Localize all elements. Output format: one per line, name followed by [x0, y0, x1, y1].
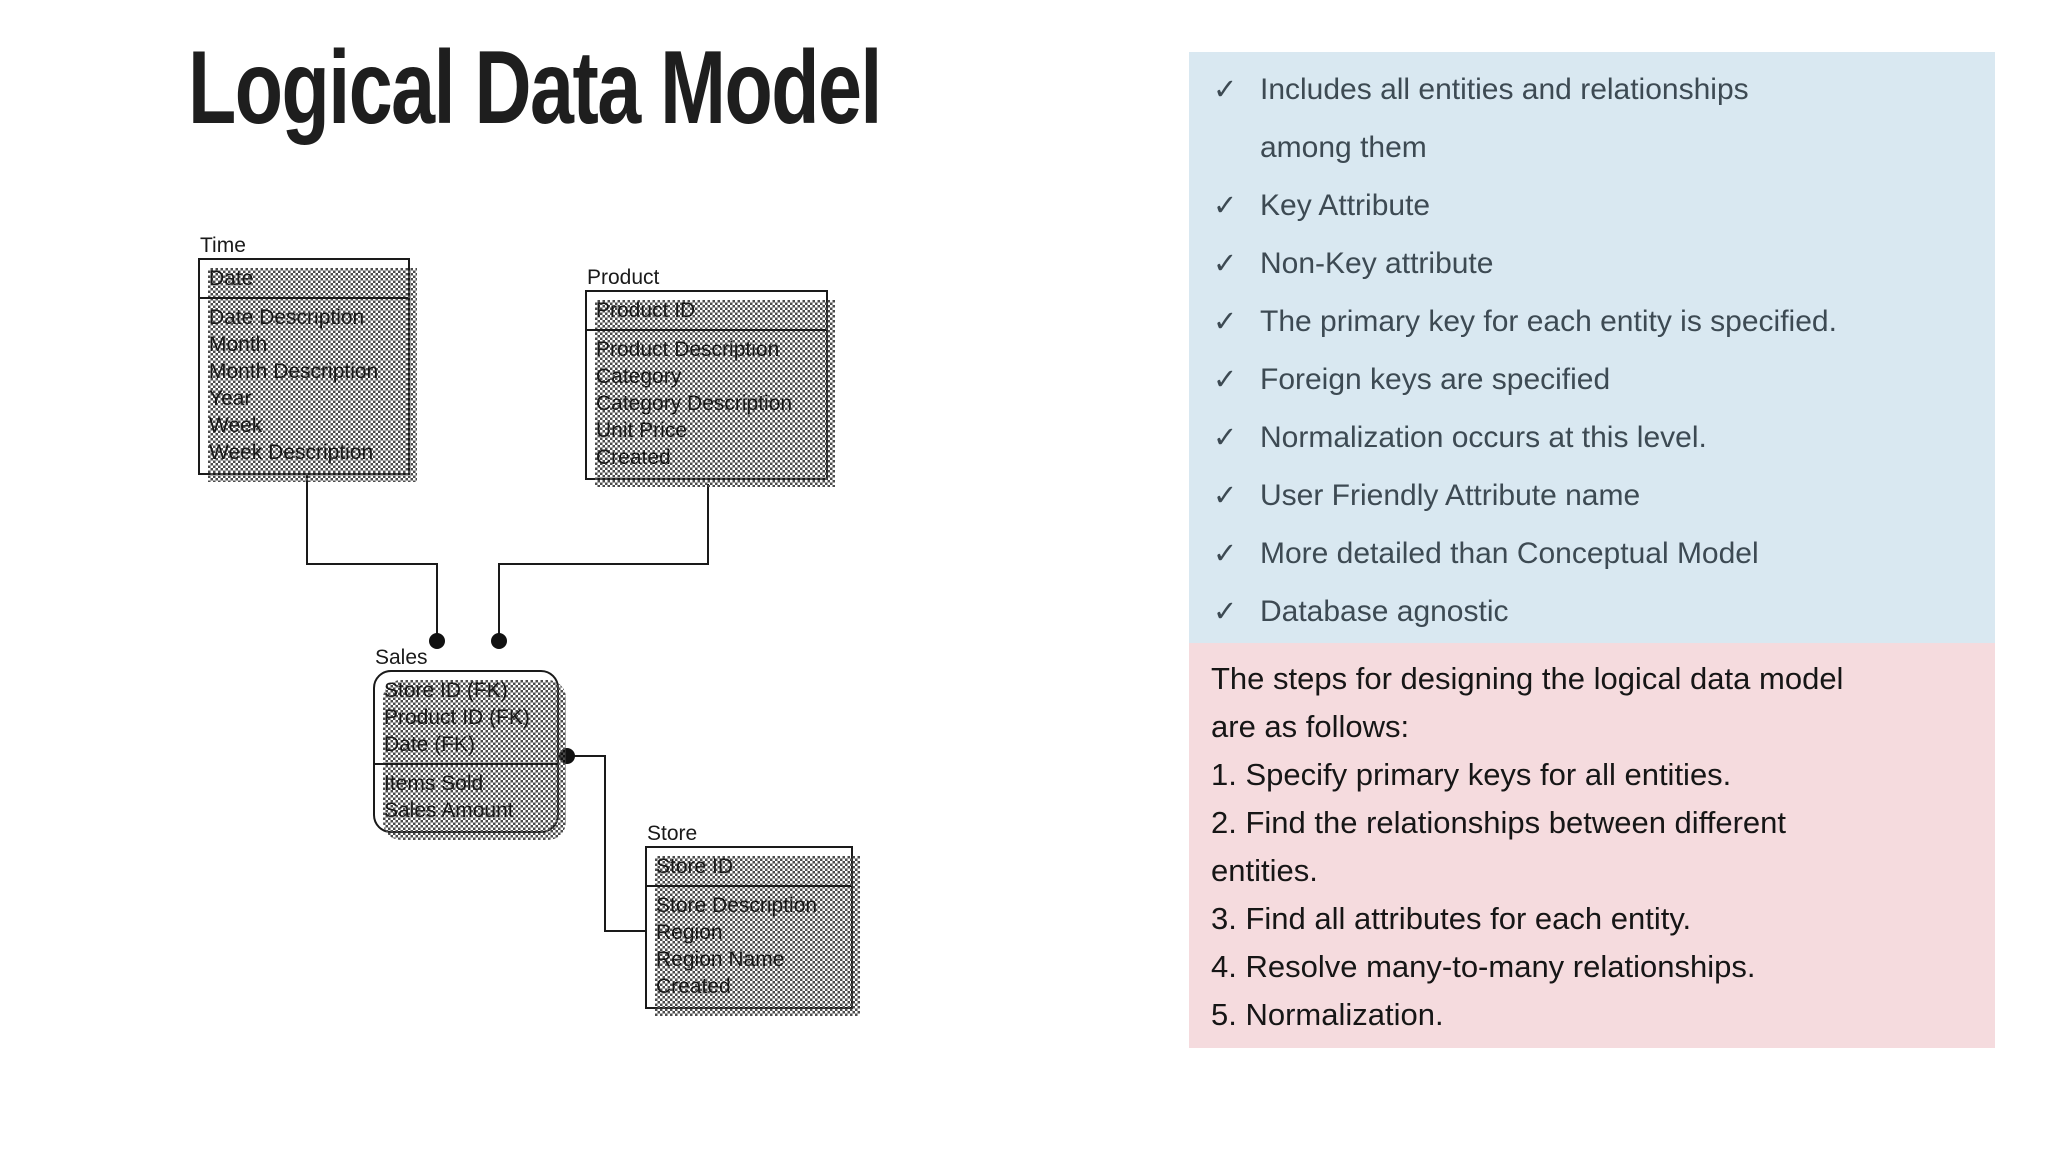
entity-store-keys: Store ID — [647, 848, 851, 887]
checklist-line: ✓ Key Attribute — [1213, 177, 1985, 235]
checkmark-icon: ✓ — [1213, 364, 1238, 396]
checkmark-icon: ✓ — [1213, 74, 1238, 106]
step-text: 3. Find all attributes for each entity. — [1211, 901, 1692, 936]
step-text: The steps for designing the logical data… — [1211, 661, 1844, 696]
entity-product-keys: Product ID — [587, 292, 826, 331]
key-attribute: Date (FK) — [384, 733, 476, 756]
key-attribute: Date — [209, 267, 254, 290]
attribute: Month — [209, 333, 268, 356]
key-attribute: Store ID — [656, 855, 734, 878]
attribute: Unit Price — [596, 419, 688, 442]
entity-sales-keys: Store ID (FK) Product ID (FK) Date (FK) — [375, 672, 557, 765]
checklist-line: ✓ Foreign keys are specified — [1213, 351, 1985, 409]
checkmark-icon: ✓ — [1213, 422, 1238, 454]
attribute: Month Description — [209, 360, 379, 383]
entity-product-label: Product — [587, 266, 660, 289]
step-text: are as follows: — [1211, 709, 1410, 744]
attribute: Category — [596, 365, 682, 388]
checklist-line: ✓ The primary key for each entity is spe… — [1213, 293, 1985, 351]
checklist-text: Normalization occurs at this level. — [1260, 421, 1707, 454]
checklist-line: ✓ More detailed than Conceptual Model — [1213, 525, 1985, 583]
checklist-line: ✓ Database agnostic — [1213, 583, 1985, 641]
characteristics-panel: ✓ Includes all entities and relationship… — [1189, 52, 1995, 643]
key-attribute: Product ID — [596, 299, 696, 322]
entity-time-label: Time — [200, 234, 246, 257]
checklist-text: Includes all entities and relationships — [1260, 73, 1749, 106]
step-text: 5. Normalization. — [1211, 997, 1444, 1032]
attribute: Region Name — [656, 948, 785, 971]
attribute: Region — [656, 921, 723, 944]
key-attribute: Product ID (FK) — [384, 706, 530, 729]
step-text: 2. Find the relationships between differ… — [1211, 805, 1787, 840]
attribute: Created — [656, 975, 731, 998]
attribute: Product Description — [596, 338, 780, 361]
attribute: Year — [209, 387, 252, 410]
attribute: Items Sold — [384, 772, 484, 795]
checklist-line: ✓ Non-Key attribute — [1213, 235, 1985, 293]
checkmark-icon: ✓ — [1213, 306, 1238, 338]
key-attribute: Store ID (FK) — [384, 679, 508, 702]
checkmark-icon: ✓ — [1213, 596, 1238, 628]
step-text: 4. Resolve many-to-many relationships. — [1211, 949, 1756, 984]
entity-store-label: Store — [647, 822, 698, 845]
attribute: Created — [596, 446, 671, 469]
design-steps-panel: The steps for designing the logical data… — [1189, 643, 1995, 1048]
attribute: Store Description — [656, 894, 818, 917]
checkmark-icon: ✓ — [1213, 248, 1238, 280]
step-text: 1. Specify primary keys for all entities… — [1211, 757, 1732, 792]
attribute: Week — [209, 414, 263, 437]
entity-sales-box: Store ID (FK) Product ID (FK) Date (FK) It… — [373, 670, 566, 840]
attribute: Date Description — [209, 306, 365, 329]
checklist-line: among them — [1213, 119, 1985, 177]
checklist-line: ✓ Normalization occurs at this level. — [1213, 409, 1985, 467]
attribute: Sales Amount — [384, 799, 514, 822]
checkmark-icon: ✓ — [1213, 480, 1238, 512]
checklist-text: Foreign keys are specified — [1260, 363, 1611, 396]
checkmark-icon: ✓ — [1213, 538, 1238, 570]
step-text: entities. — [1211, 853, 1318, 888]
entity-sales-label: Sales — [375, 646, 428, 669]
checklist-line: ✓ User Friendly Attribute name — [1213, 467, 1985, 525]
checklist-text: The primary key for each entity is speci… — [1260, 305, 1837, 338]
attribute: Category Description — [596, 392, 793, 415]
checkmark-icon: ✓ — [1213, 190, 1238, 222]
checklist-text: Key Attribute — [1260, 189, 1431, 222]
connector-dot-product-sales — [491, 633, 507, 649]
checklist-text: Non-Key attribute — [1260, 247, 1494, 280]
checklist-text: Database agnostic — [1260, 595, 1509, 628]
entity-sales: Sales Store ID (FK) Product ID (FK) Date (… — [373, 646, 566, 840]
attribute: Week Description — [209, 441, 374, 464]
checklist-text: among them — [1260, 131, 1427, 164]
checklist-text: More detailed than Conceptual Model — [1260, 537, 1759, 570]
entity-time-keys: Date — [200, 260, 408, 299]
checklist-line: ✓ Includes all entities and relationship… — [1213, 61, 1985, 119]
checkmark-icon — [1213, 119, 1260, 177]
connector-dot-time-sales — [429, 633, 445, 649]
page-title: Logical Data Model — [188, 30, 882, 146]
checklist-text: User Friendly Attribute name — [1260, 479, 1641, 512]
